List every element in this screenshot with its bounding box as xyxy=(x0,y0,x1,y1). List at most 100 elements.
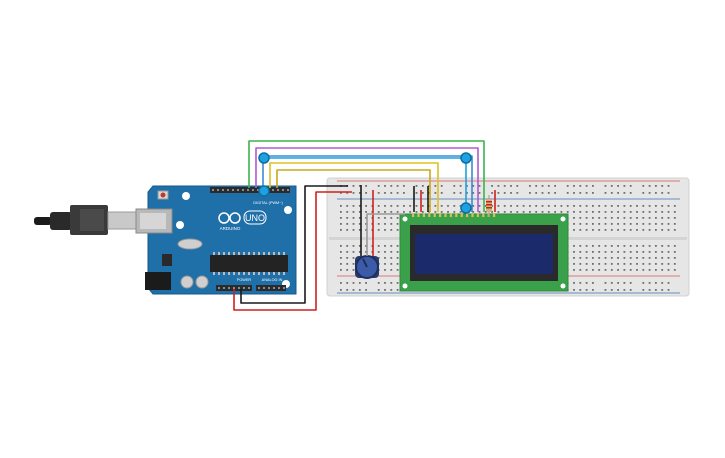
breadboard-hole[interactable] xyxy=(585,217,588,219)
breadboard-hole[interactable] xyxy=(390,289,393,291)
breadboard-hole[interactable] xyxy=(459,192,462,194)
breadboard-hole[interactable] xyxy=(604,257,607,259)
breadboard-hole[interactable] xyxy=(648,269,651,271)
breadboard-hole[interactable] xyxy=(623,223,626,225)
breadboard-hole[interactable] xyxy=(396,192,399,194)
breadboard-hole[interactable] xyxy=(352,245,355,247)
breadboard-hole[interactable] xyxy=(516,192,519,194)
breadboard-hole[interactable] xyxy=(655,257,657,259)
lcd-pin[interactable] xyxy=(493,213,496,217)
header-pin[interactable] xyxy=(278,287,280,289)
breadboard-hole[interactable] xyxy=(648,205,651,207)
breadboard-hole[interactable] xyxy=(396,282,399,284)
lcd-pin[interactable] xyxy=(417,213,420,217)
breadboard-hole[interactable] xyxy=(610,257,613,259)
breadboard-hole[interactable] xyxy=(648,282,651,284)
breadboard-hole[interactable] xyxy=(598,269,601,271)
breadboard-hole[interactable] xyxy=(541,192,544,194)
breadboard-hole[interactable] xyxy=(352,223,355,225)
breadboard-hole[interactable] xyxy=(610,211,613,213)
breadboard-hole[interactable] xyxy=(610,229,613,231)
breadboard-hole[interactable] xyxy=(617,257,619,259)
breadboard-hole[interactable] xyxy=(358,282,361,284)
breadboard-hole[interactable] xyxy=(642,185,645,187)
breadboard-hole[interactable] xyxy=(566,211,569,213)
breadboard-hole[interactable] xyxy=(642,263,645,265)
breadboard-hole[interactable] xyxy=(617,211,619,213)
breadboard-hole[interactable] xyxy=(573,289,575,291)
breadboard-hole[interactable] xyxy=(522,211,525,213)
breadboard-hole[interactable] xyxy=(636,205,638,207)
breadboard-hole[interactable] xyxy=(434,205,437,207)
wire-yellow[interactable] xyxy=(269,162,439,212)
breadboard-hole[interactable] xyxy=(629,282,632,284)
breadboard-hole[interactable] xyxy=(585,269,588,271)
breadboard-hole[interactable] xyxy=(592,251,594,253)
breadboard-hole[interactable] xyxy=(560,211,563,213)
breadboard-hole[interactable] xyxy=(466,192,468,194)
breadboard-hole[interactable] xyxy=(434,192,437,194)
breadboard-hole[interactable] xyxy=(346,192,349,194)
breadboard-hole[interactable] xyxy=(648,185,651,187)
breadboard-hole[interactable] xyxy=(421,205,424,207)
breadboard-hole[interactable] xyxy=(466,185,468,187)
breadboard-hole[interactable] xyxy=(503,205,506,207)
breadboard-hole[interactable] xyxy=(346,263,349,265)
breadboard-hole[interactable] xyxy=(610,251,613,253)
breadboard-hole[interactable] xyxy=(453,185,456,187)
breadboard-hole[interactable] xyxy=(661,205,664,207)
header-pin[interactable] xyxy=(258,287,260,289)
breadboard-hole[interactable] xyxy=(579,289,582,291)
breadboard-hole[interactable] xyxy=(642,205,645,207)
lcd-16x2[interactable] xyxy=(399,213,569,292)
breadboard-hole[interactable] xyxy=(648,251,651,253)
breadboard-hole[interactable] xyxy=(390,205,393,207)
breadboard-hole[interactable] xyxy=(667,192,670,194)
breadboard-hole[interactable] xyxy=(352,251,355,253)
breadboard-hole[interactable] xyxy=(352,192,355,194)
breadboard-hole[interactable] xyxy=(352,217,355,219)
breadboard-hole[interactable] xyxy=(623,289,626,291)
breadboard-hole[interactable] xyxy=(541,211,544,213)
breadboard-hole[interactable] xyxy=(390,211,393,213)
breadboard-hole[interactable] xyxy=(440,185,443,187)
breadboard-hole[interactable] xyxy=(573,211,575,213)
breadboard-hole[interactable] xyxy=(598,217,601,219)
breadboard-hole[interactable] xyxy=(610,205,613,207)
breadboard-hole[interactable] xyxy=(585,223,588,225)
breadboard-hole[interactable] xyxy=(384,269,386,271)
breadboard-hole[interactable] xyxy=(642,229,645,231)
breadboard-hole[interactable] xyxy=(573,205,575,207)
usb-cable[interactable] xyxy=(34,205,137,235)
breadboard-hole[interactable] xyxy=(598,245,601,247)
breadboard-hole[interactable] xyxy=(604,192,607,194)
breadboard-hole[interactable] xyxy=(396,263,399,265)
breadboard-hole[interactable] xyxy=(390,257,393,259)
breadboard-hole[interactable] xyxy=(573,251,575,253)
breadboard-hole[interactable] xyxy=(667,217,670,219)
breadboard-hole[interactable] xyxy=(636,217,638,219)
breadboard-hole[interactable] xyxy=(617,185,619,187)
breadboard-hole[interactable] xyxy=(384,211,386,213)
lcd-pin[interactable] xyxy=(444,213,447,217)
breadboard-hole[interactable] xyxy=(579,282,582,284)
breadboard-hole[interactable] xyxy=(459,185,462,187)
breadboard-hole[interactable] xyxy=(617,192,619,194)
breadboard-hole[interactable] xyxy=(655,192,657,194)
breadboard-hole[interactable] xyxy=(629,251,632,253)
breadboard-hole[interactable] xyxy=(396,185,399,187)
breadboard-hole[interactable] xyxy=(384,185,386,187)
breadboard-hole[interactable] xyxy=(340,192,342,194)
breadboard-hole[interactable] xyxy=(623,282,626,284)
breadboard-hole[interactable] xyxy=(453,205,456,207)
breadboard-hole[interactable] xyxy=(358,192,361,194)
breadboard-hole[interactable] xyxy=(415,192,418,194)
breadboard-hole[interactable] xyxy=(365,289,367,291)
breadboard-hole[interactable] xyxy=(491,205,493,207)
lcd-pin[interactable] xyxy=(455,213,458,217)
breadboard-hole[interactable] xyxy=(447,205,449,207)
breadboard-hole[interactable] xyxy=(352,263,355,265)
breadboard-hole[interactable] xyxy=(358,185,361,187)
breadboard-hole[interactable] xyxy=(440,192,443,194)
breadboard-hole[interactable] xyxy=(585,251,588,253)
